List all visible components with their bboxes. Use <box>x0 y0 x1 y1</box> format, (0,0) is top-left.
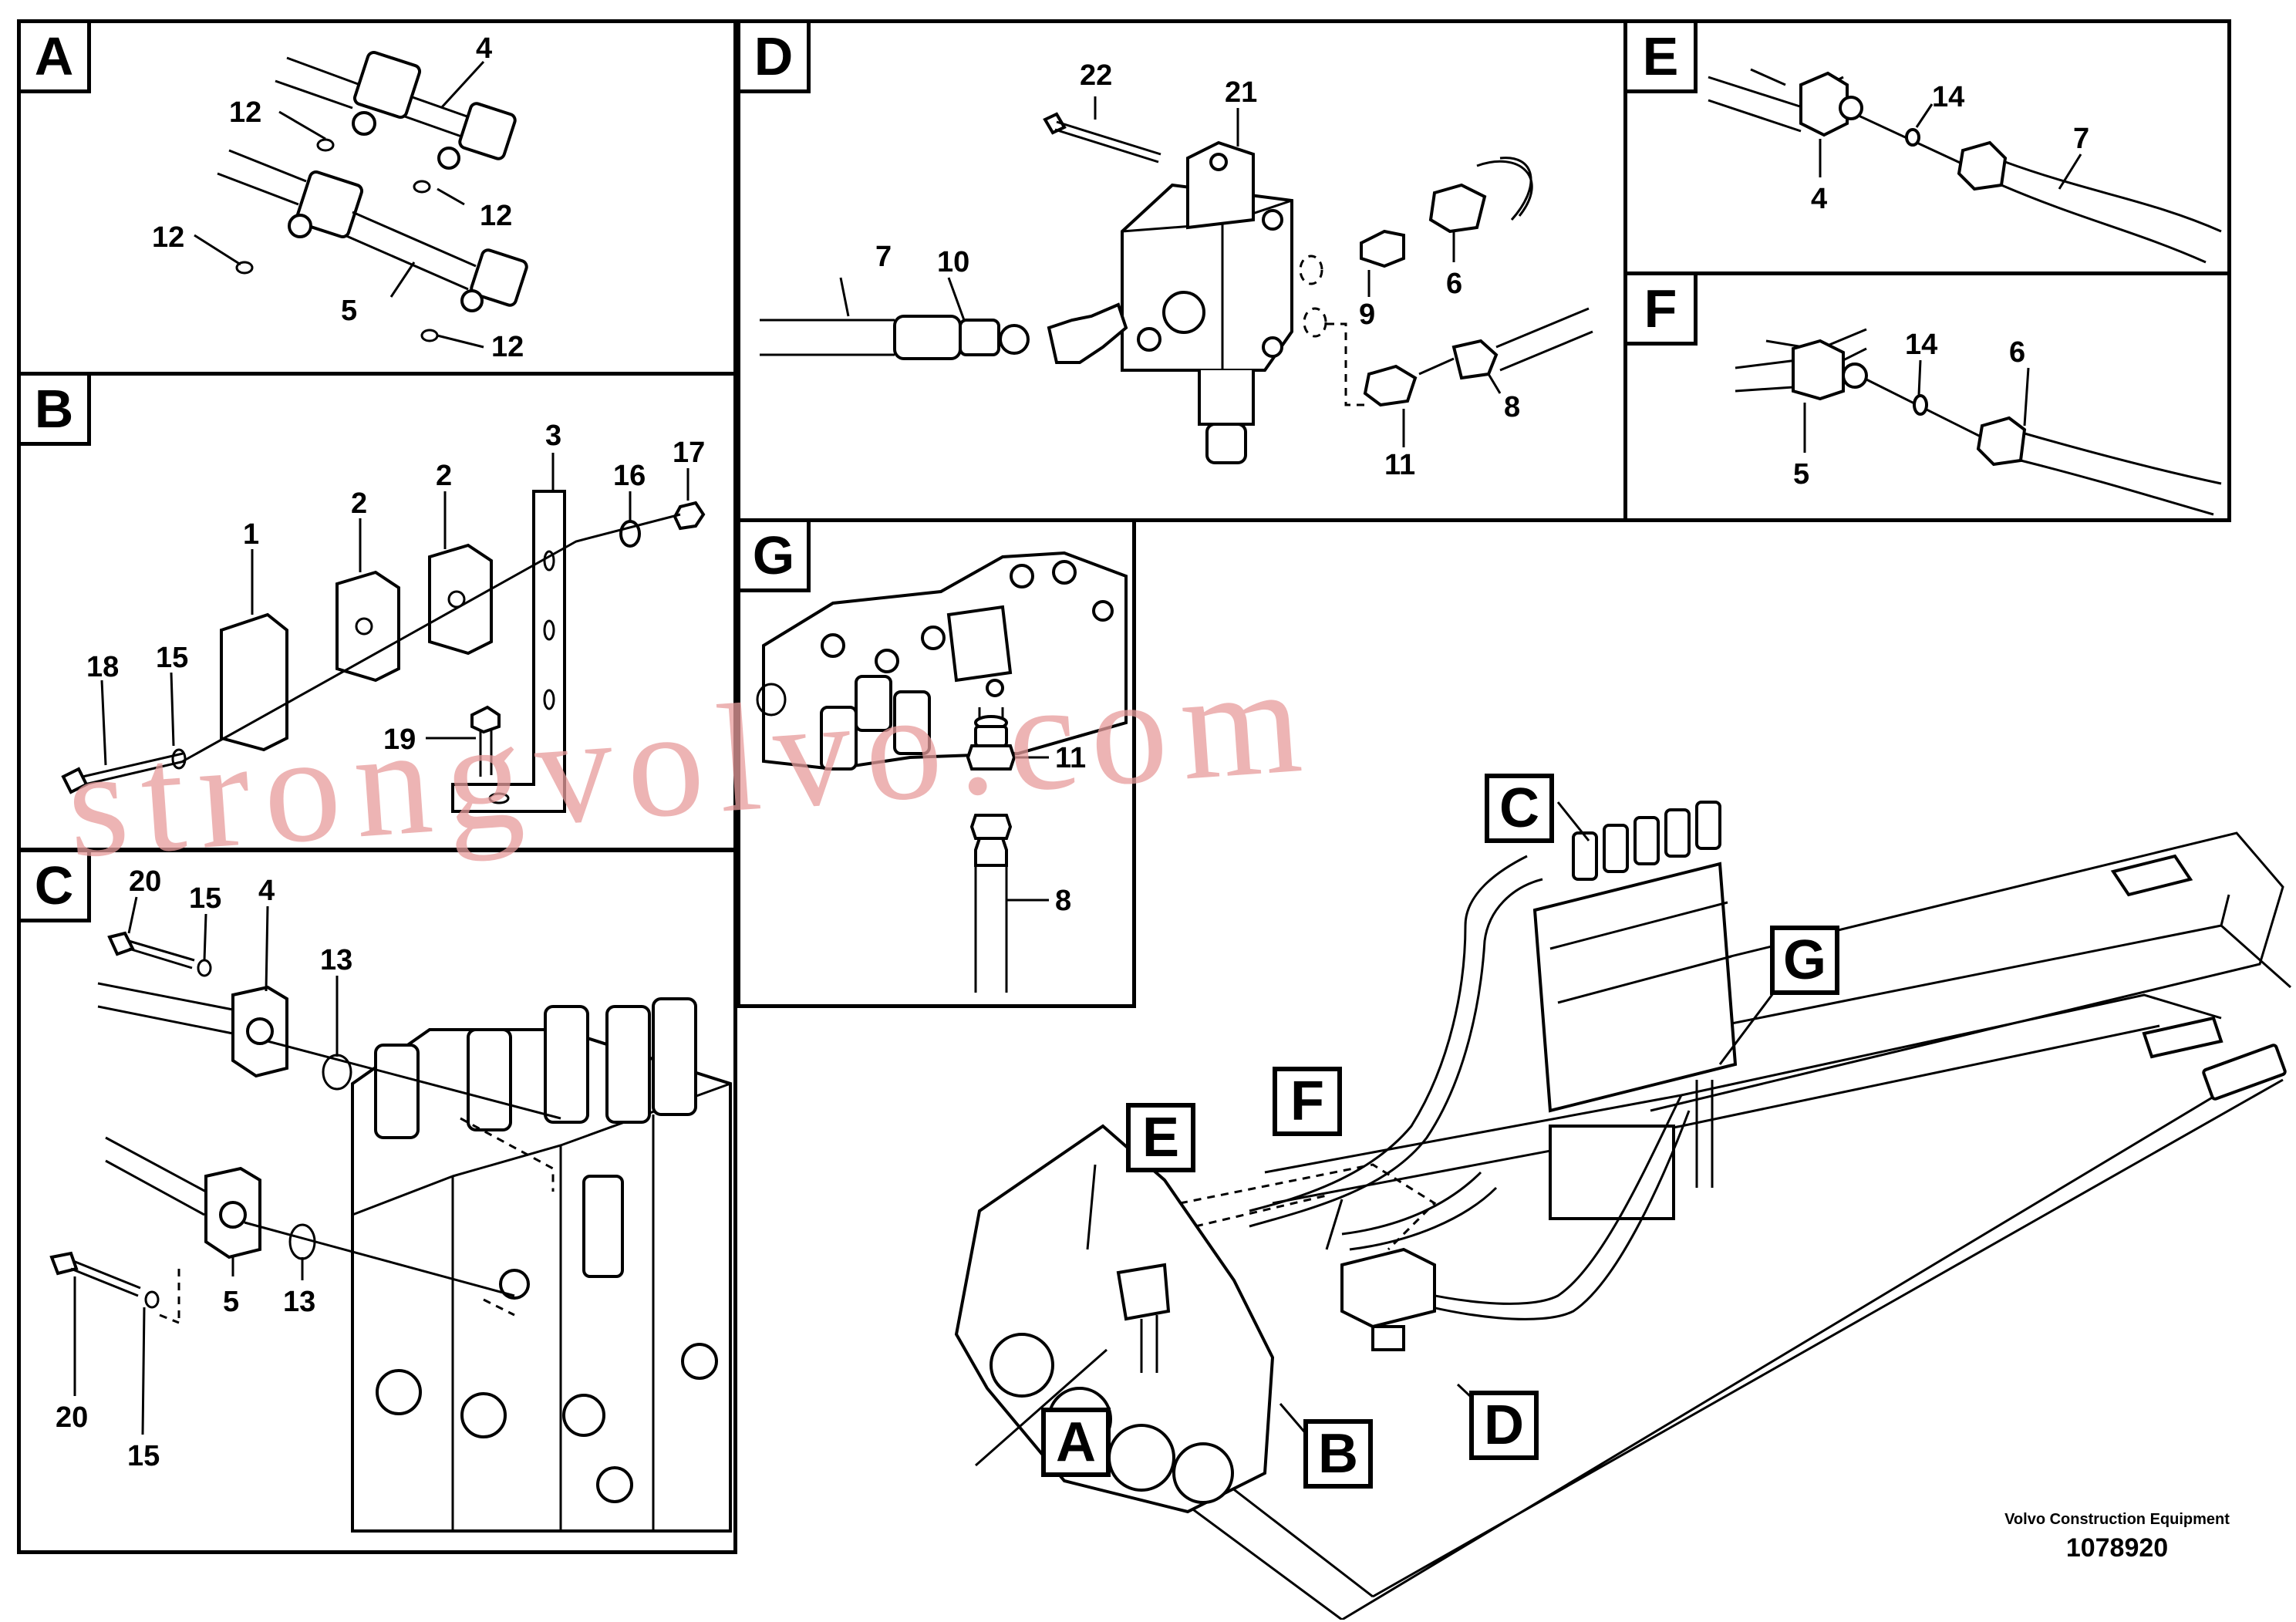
panel-a-drawing: 4 12 12 12 5 12 <box>152 32 528 363</box>
callout-b: B <box>1303 1419 1373 1489</box>
part-number: 10 <box>937 246 969 278</box>
part-number: 20 <box>56 1401 88 1434</box>
panel-label-g: G <box>740 522 811 592</box>
panel-g: G 11 8 <box>737 518 1136 1008</box>
panel-d: D <box>737 19 1631 522</box>
part-number: 6 <box>1446 268 1462 300</box>
panel-f: F 14 6 5 <box>1623 271 2231 522</box>
part-number: 12 <box>229 96 261 129</box>
machine-overview <box>954 801 2291 1620</box>
panel-e: E 14 7 4 <box>1623 19 2231 275</box>
callout-a: A <box>1041 1408 1111 1477</box>
panel-b: B <box>17 372 737 851</box>
callout-c: C <box>1485 774 1554 843</box>
part-number: 19 <box>383 723 416 756</box>
panel-f-drawing: 14 6 5 <box>1735 328 2222 516</box>
part-number: 21 <box>1225 76 1257 109</box>
part-number: 11 <box>1055 742 1086 774</box>
part-number: 8 <box>1504 391 1520 423</box>
part-number: 1 <box>243 518 259 551</box>
panel-c-drawing: 20 15 4 13 5 13 20 15 <box>49 865 732 1533</box>
panel-b-drawing: 3 16 17 2 2 1 15 18 19 <box>61 420 706 813</box>
part-number: 11 <box>1384 449 1415 481</box>
callout-e: E <box>1126 1103 1195 1172</box>
part-number: 22 <box>1080 59 1112 92</box>
drawing-number: 1078920 <box>2065 1533 2169 1563</box>
part-number: 14 <box>1932 81 1964 113</box>
part-number: 13 <box>320 944 352 976</box>
part-number: 12 <box>491 331 524 363</box>
part-number: 5 <box>1793 458 1809 491</box>
part-number: 12 <box>152 221 184 254</box>
part-number: 15 <box>156 642 188 674</box>
part-number: 4 <box>476 32 492 65</box>
part-number: 12 <box>480 200 512 232</box>
part-number: 3 <box>545 420 561 452</box>
panel-label-b: B <box>21 376 91 446</box>
panel-d-drawing: 22 21 7 10 9 6 8 11 <box>760 59 1593 481</box>
callout-d: D <box>1469 1391 1539 1460</box>
part-number: 6 <box>2009 336 2025 369</box>
part-number: 4 <box>258 875 275 907</box>
part-number: 9 <box>1359 298 1375 331</box>
panel-label-d: D <box>740 23 811 93</box>
part-number: 2 <box>351 487 367 520</box>
company-name: Volvo Construction Equipment <box>2004 1511 2230 1528</box>
part-number: 18 <box>86 651 119 683</box>
part-number: 13 <box>283 1286 315 1318</box>
part-number: 15 <box>189 882 221 915</box>
callout-f: F <box>1273 1067 1342 1136</box>
part-number: 14 <box>1905 329 1937 361</box>
panel-g-drawing: 11 8 <box>756 551 1128 993</box>
part-number: 4 <box>1811 183 1827 215</box>
part-number: 7 <box>875 241 892 273</box>
panel-e-drawing: 14 7 4 <box>1708 68 2222 264</box>
part-number: 2 <box>436 460 452 492</box>
part-number: 5 <box>341 295 357 327</box>
part-number: 5 <box>223 1286 239 1318</box>
panel-label-e: E <box>1627 23 1698 93</box>
panel-a: A 4 12 12 12 5 12 <box>17 19 737 376</box>
part-number: 16 <box>613 460 646 492</box>
footer: Volvo Construction Equipment 1078920 <box>1990 1510 2244 1563</box>
callout-g: G <box>1770 926 1839 995</box>
panel-label-f: F <box>1627 275 1698 346</box>
part-number: 7 <box>2073 123 2089 155</box>
panel-label-a: A <box>21 23 91 93</box>
part-number: 15 <box>127 1440 160 1472</box>
part-number: 20 <box>129 865 161 898</box>
part-number: 8 <box>1055 885 1071 917</box>
part-number: 17 <box>673 437 705 469</box>
panel-label-c: C <box>21 852 91 922</box>
panel-c: C <box>17 848 737 1554</box>
